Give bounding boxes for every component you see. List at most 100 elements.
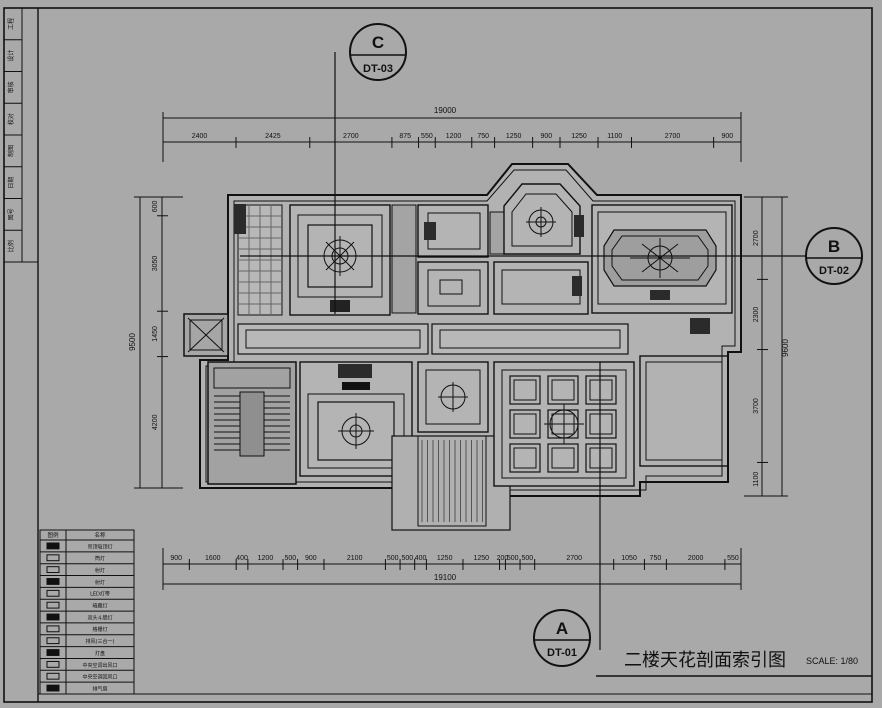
- dim-segment-label: 1250: [437, 555, 453, 562]
- legend-symbol: [46, 566, 60, 574]
- dimension-right: 9600 2700 2300 3700 1100: [744, 196, 790, 497]
- dim-segment-label: 875: [399, 133, 411, 140]
- room-bath-2: [417, 261, 489, 315]
- strip-label: 工程: [7, 18, 15, 30]
- legend-row-name: 排风(三合一): [86, 638, 115, 645]
- legend-row-name: 排气扇: [92, 685, 107, 692]
- drawing-title: 二楼天花剖面索引图: [624, 650, 786, 671]
- dim-segment-label: 2425: [265, 133, 281, 140]
- dim-segment-label: 2700: [665, 133, 681, 140]
- dim-segment-label: 1200: [446, 133, 462, 140]
- dim-segment-label: 500: [402, 555, 414, 562]
- legend-row-name: 射灯: [95, 579, 105, 586]
- dimension-top: 19000 2400 2425 2700 875 550 1200 750 1250 900 12…: [162, 106, 742, 162]
- legend-row-name: 暗藏灯: [92, 603, 107, 610]
- balcony: [639, 355, 729, 467]
- callout-a-letter: A: [556, 619, 568, 638]
- dim-segment-label: 900: [170, 555, 182, 562]
- dim-bottom-total: 19100: [434, 573, 457, 582]
- legend-symbol: [46, 578, 60, 585]
- dim-segment-label: 900: [721, 133, 733, 140]
- legend-row-name: 吊顶吸顶灯: [87, 543, 112, 550]
- dim-segment-label: 2300: [753, 307, 760, 323]
- legend-row-name: 中央空调出风口: [82, 662, 117, 669]
- strip-label: 设计: [7, 50, 15, 62]
- dim-segment-label: 550: [421, 133, 433, 140]
- legend-symbol: [46, 589, 60, 597]
- legend-symbol: [46, 684, 60, 692]
- legend-header-symbol: 图例: [47, 531, 59, 539]
- legend-symbol: [46, 613, 60, 621]
- dim-segment-label: 2100: [347, 555, 363, 562]
- dim-segment-label: 600: [152, 200, 159, 212]
- legend-symbol: [46, 672, 60, 680]
- dim-segment-label: 2400: [192, 133, 208, 140]
- callout-c-ref: DT-03: [363, 63, 393, 75]
- dim-segment-label: 1250: [506, 133, 522, 140]
- legend-row-name: 射灯: [95, 567, 105, 574]
- dim-segment-label: 3700: [753, 398, 760, 414]
- legend-row-name: 中央空调回风口: [82, 674, 117, 681]
- dim-segment-label: 750: [477, 133, 489, 140]
- corridor-ceiling-right: [431, 323, 629, 355]
- legend-symbol: [46, 625, 60, 633]
- dim-segment-label: 1450: [152, 326, 159, 342]
- legend-symbol: [46, 660, 60, 668]
- dim-segment-label: 400: [236, 555, 248, 562]
- dim-segment-label: 900: [305, 555, 317, 562]
- legend-row-name: 双头斗胆灯: [87, 614, 112, 621]
- dim-segment-label: 1100: [607, 133, 622, 140]
- legend-row-name: LED灯带: [90, 591, 110, 598]
- dim-segment-label: 4200: [152, 414, 159, 430]
- strip-label: 校对: [7, 113, 15, 125]
- dim-segment-label: 2700: [753, 230, 760, 246]
- legend-row-name: 灯盘: [95, 650, 105, 657]
- dim-top-total: 19000: [434, 106, 457, 115]
- dim-segment-label: 2700: [343, 133, 359, 140]
- dim-segment-label: 3050: [152, 256, 159, 272]
- dim-right-total: 9600: [781, 339, 790, 357]
- section-callout-a[interactable]: A DT-01: [533, 609, 591, 667]
- strip-label: 图号: [8, 208, 15, 220]
- dim-segment-label: 1200: [258, 555, 274, 562]
- room-lower-mid: [417, 361, 489, 433]
- section-callout-c[interactable]: C DT-03: [349, 23, 407, 81]
- dim-segment-label: 500: [284, 555, 296, 562]
- room-bay-ceiling: [503, 183, 581, 255]
- dim-segment-label: 500: [387, 555, 399, 562]
- dim-segment-label: 1250: [571, 133, 587, 140]
- dim-segment-label: 2700: [566, 555, 582, 562]
- dimension-left: 9500 600 3050 1450 4200: [128, 196, 183, 489]
- dim-segment-label: 1050: [621, 555, 637, 562]
- legend-row-name: 筒灯: [95, 555, 105, 562]
- dim-segment-label: 1250: [473, 555, 489, 562]
- legend-symbol: [46, 601, 60, 609]
- drawing-scale: SCALE: 1/80: [806, 656, 858, 666]
- legend-symbol: [46, 542, 60, 550]
- dim-segment-label: 500: [522, 555, 534, 562]
- strip-label: 审核: [7, 81, 15, 93]
- callout-c-letter: C: [372, 33, 384, 52]
- callout-a-ref: DT-01: [547, 647, 577, 659]
- dim-segment-label: 1100: [753, 472, 760, 487]
- section-callout-b[interactable]: B DT-02: [805, 227, 863, 285]
- legend-symbol: [46, 554, 60, 562]
- dim-segment-label: 200: [497, 555, 509, 562]
- dim-segment-label: 900: [540, 133, 552, 140]
- legend-table: 图例 名称 吊顶吸顶灯筒灯射灯射灯LED灯带暗藏灯双头斗胆灯格栅灯排风(三合一)…: [39, 529, 135, 695]
- strip-label: 比例: [7, 240, 15, 252]
- dim-left-total: 9500: [128, 333, 137, 351]
- callout-b-ref: DT-02: [819, 265, 849, 277]
- strip-label: 日期: [7, 177, 15, 189]
- corridor-ceiling-left: [237, 323, 429, 355]
- dim-segment-label: 2000: [688, 555, 704, 562]
- legend-symbol: [46, 637, 60, 645]
- floor-plan: [183, 163, 742, 531]
- dim-segment-label: 750: [650, 555, 662, 562]
- dim-segment-label: 400: [415, 555, 427, 562]
- legend-row-name: 格栅灯: [92, 626, 107, 633]
- outer-frame: [3, 7, 873, 703]
